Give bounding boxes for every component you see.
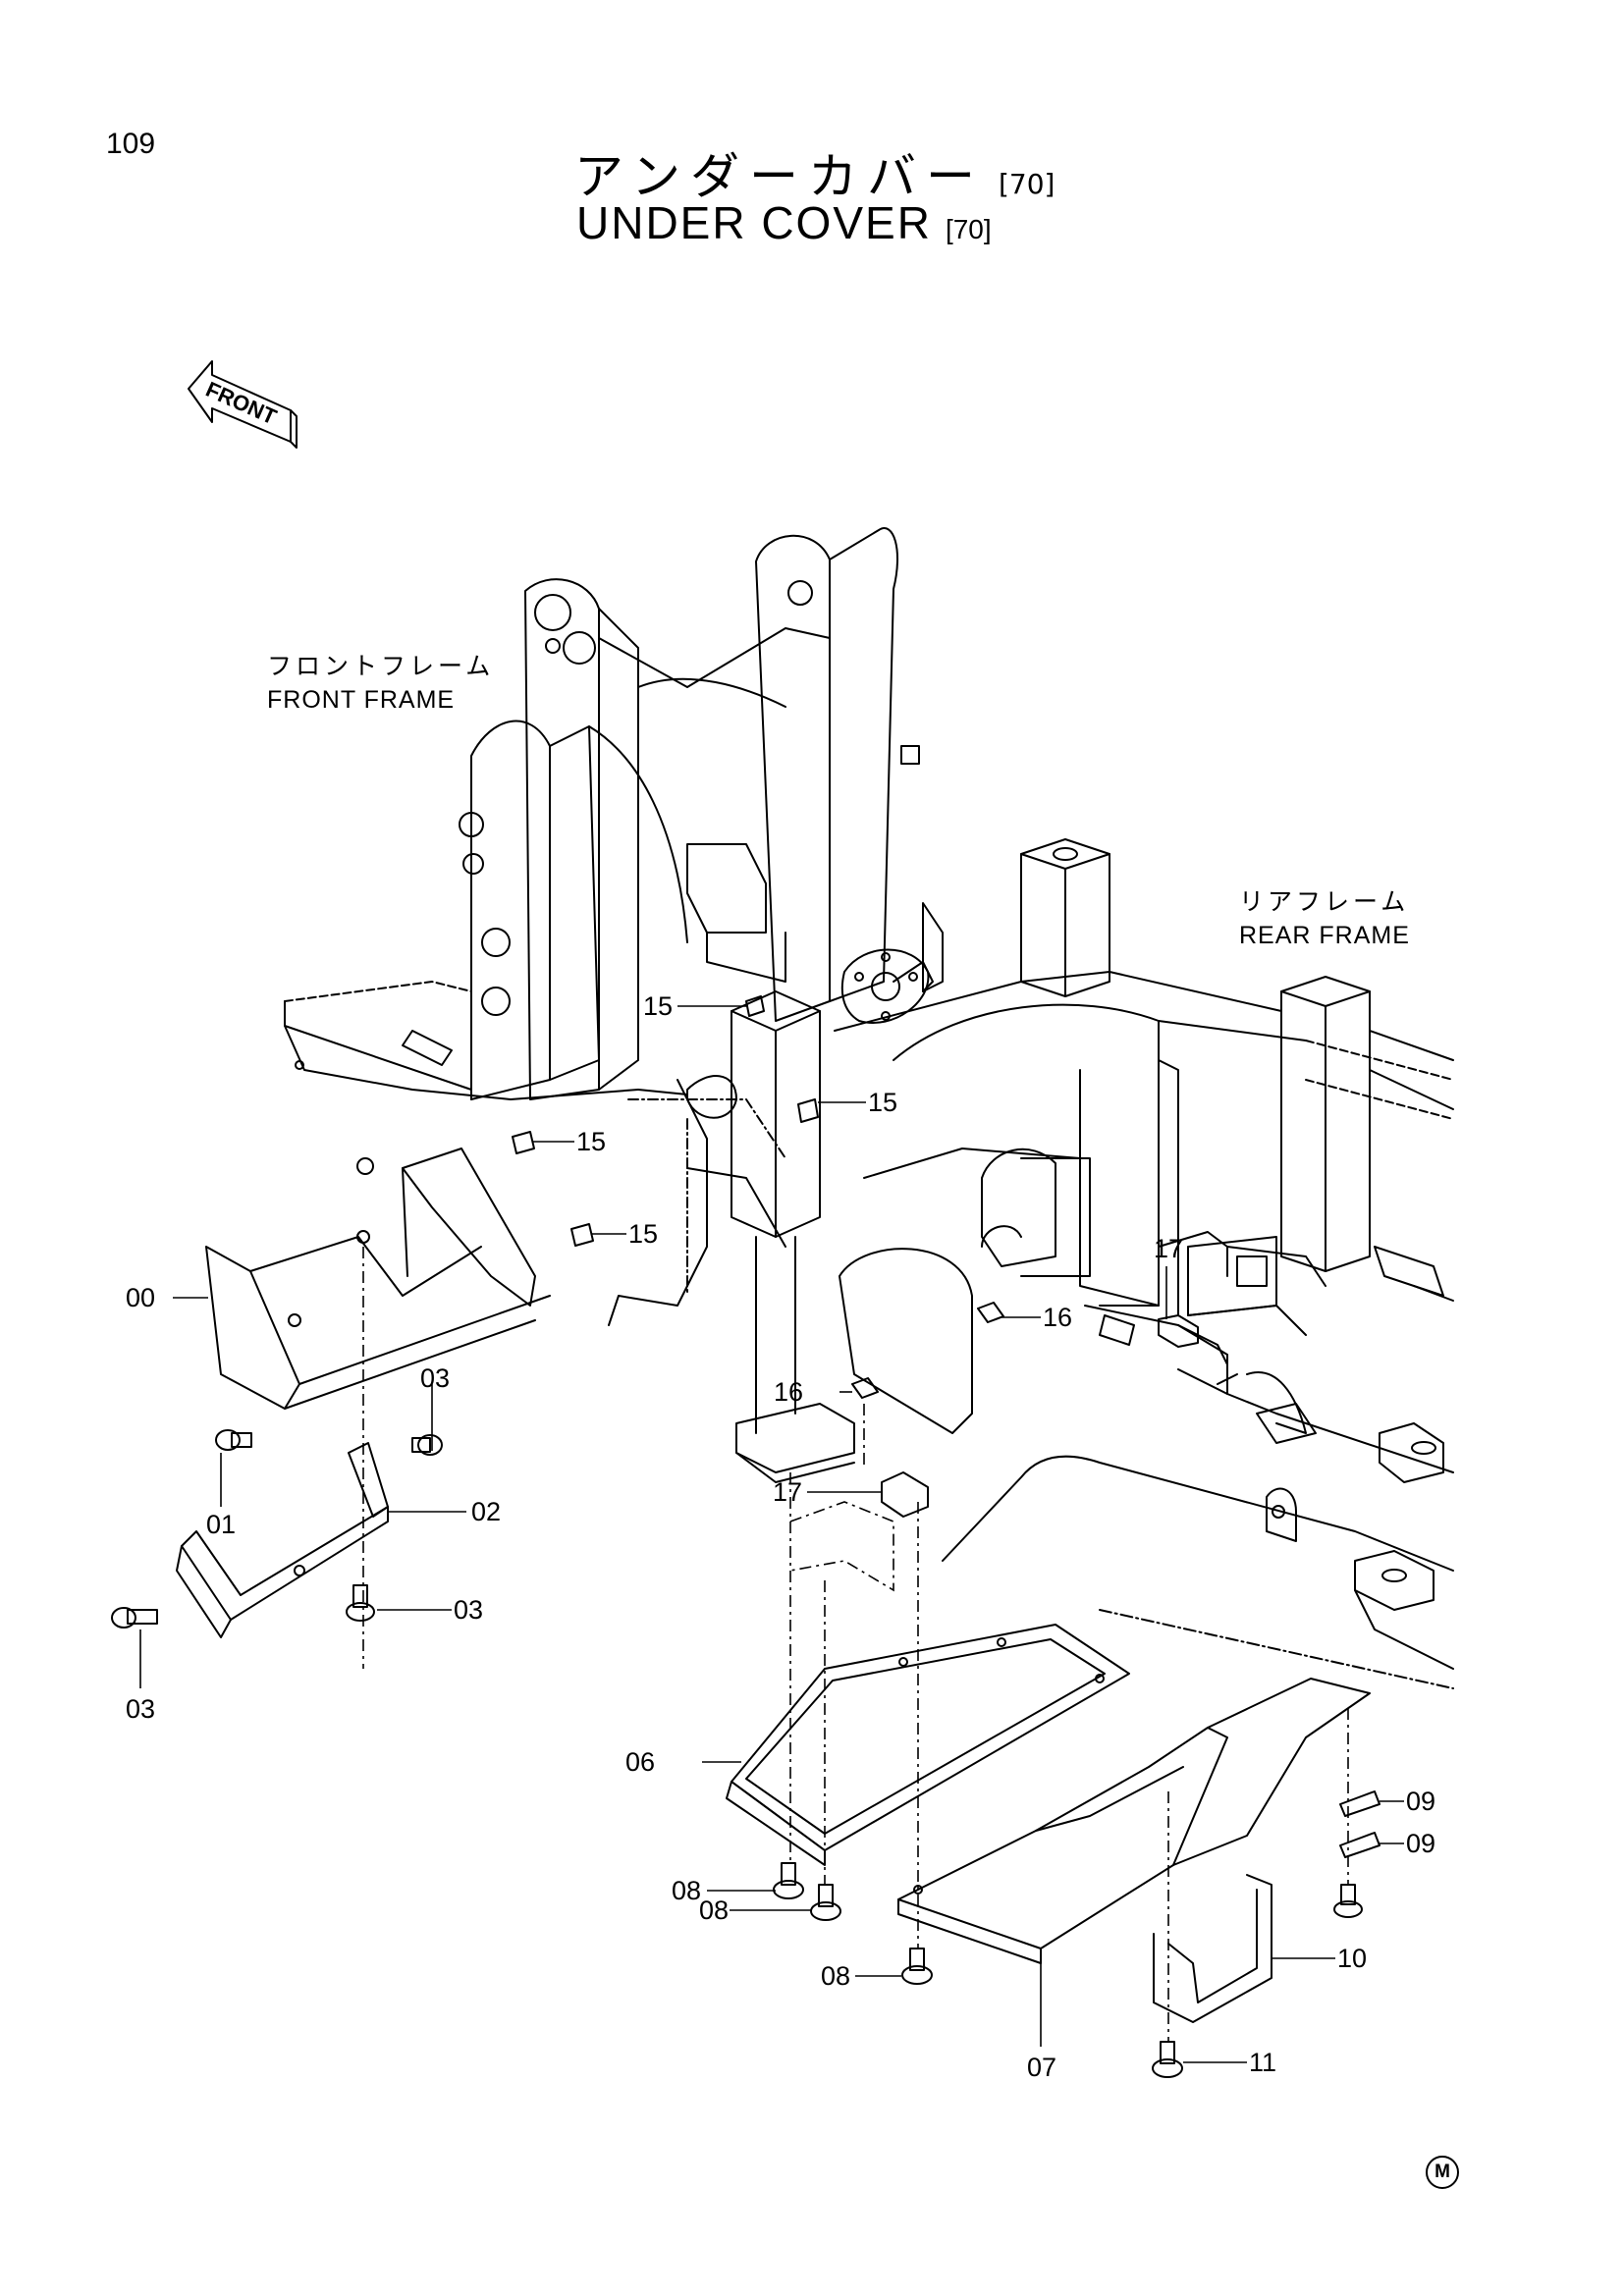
title-english: UNDER COVER [70] — [576, 196, 992, 249]
callout-11: 11 — [1249, 2048, 1276, 2077]
part-06-cover — [726, 1624, 1130, 1866]
assembly-lines — [362, 1247, 1349, 2042]
title-japanese: アンダーカバー [70] — [574, 137, 1055, 208]
front-frame-label-ja: フロントフレーム — [267, 652, 495, 680]
bolt-08b-icon — [810, 1884, 841, 1921]
bolt-11-icon — [1152, 2041, 1183, 2078]
callout-03-left: 03 — [126, 1694, 155, 1724]
callout-15-b: 15 — [868, 1088, 897, 1117]
callout-08-c: 08 — [821, 1961, 850, 1991]
bolt-01-icon — [215, 1429, 252, 1451]
bracket-15c-icon — [512, 1131, 535, 1154]
bracket-17b-icon — [881, 1471, 929, 1518]
callout-16-b: 16 — [774, 1377, 803, 1407]
bolt-09-icon — [1333, 1884, 1363, 1918]
callout-17-b: 17 — [773, 1477, 802, 1507]
callout-10: 10 — [1337, 1944, 1367, 1973]
front-frame-label-en: FRONT FRAME — [267, 686, 456, 714]
rear-frame-label-en: REAR FRAME — [1239, 922, 1410, 949]
callout-09-b: 09 — [1406, 1829, 1435, 1858]
callout-07: 07 — [1027, 2053, 1056, 2082]
bolt-03b-icon — [346, 1584, 375, 1622]
front-frame-drawing — [284, 527, 944, 1326]
callout-08-b: 08 — [699, 1896, 729, 1925]
callout-00: 00 — [126, 1283, 155, 1312]
part-02-bracket — [176, 1442, 389, 1638]
callout-09-a: 09 — [1406, 1787, 1435, 1816]
title-code-en: [70] — [945, 214, 992, 244]
front-arrow-icon — [188, 360, 298, 449]
callout-15-c: 15 — [576, 1127, 606, 1156]
bracket-15a-icon — [745, 995, 765, 1017]
rear-frame-label: リアフレーム REAR FRAME — [1239, 885, 1410, 952]
callout-03-right: 03 — [454, 1595, 483, 1625]
shim-09a-icon — [1339, 1790, 1380, 1817]
bolt-03a-icon — [411, 1434, 443, 1456]
page-number: 109 — [106, 128, 156, 160]
callout-06: 06 — [625, 1747, 655, 1777]
bracket-15d-icon — [570, 1223, 594, 1247]
lower-body-outline — [942, 1455, 1454, 1689]
rear-frame-label-ja: リアフレーム — [1239, 887, 1410, 916]
center-column-drawing — [686, 948, 973, 1483]
callout-15-a: 15 — [643, 991, 673, 1021]
bracket-17a-icon — [1158, 1314, 1199, 1348]
bracket-16b-icon — [851, 1377, 879, 1399]
callout-03-top: 03 — [420, 1363, 450, 1393]
callout-17-a: 17 — [1154, 1234, 1183, 1263]
bolt-03c-icon — [111, 1607, 158, 1629]
callout-01: 01 — [206, 1510, 236, 1539]
part-07-cover — [897, 1678, 1371, 1964]
callout-08-a: 08 — [672, 1876, 701, 1905]
title-ja-text: アンダーカバー — [574, 148, 985, 205]
corner-mark: M — [1426, 2156, 1459, 2189]
shim-09b-icon — [1339, 1832, 1380, 1858]
title-code-ja: [70] — [999, 168, 1056, 200]
part-10-bracket — [1153, 1874, 1272, 2023]
callout-02: 02 — [471, 1497, 501, 1526]
bolt-08a-icon — [773, 1862, 804, 1899]
leader-lines — [139, 1005, 1404, 2063]
rear-frame-drawing — [834, 838, 1454, 1483]
title-en-text: UNDER COVER — [576, 197, 932, 248]
bracket-16a-icon — [977, 1302, 1004, 1323]
front-frame-label: フロントフレーム FRONT FRAME — [267, 650, 494, 717]
callout-15-d: 15 — [628, 1219, 658, 1249]
part-00-bracket — [205, 1148, 551, 1410]
bracket-15b-icon — [797, 1098, 819, 1123]
bolt-08c-icon — [901, 1948, 933, 1985]
callout-16-a: 16 — [1043, 1303, 1072, 1332]
